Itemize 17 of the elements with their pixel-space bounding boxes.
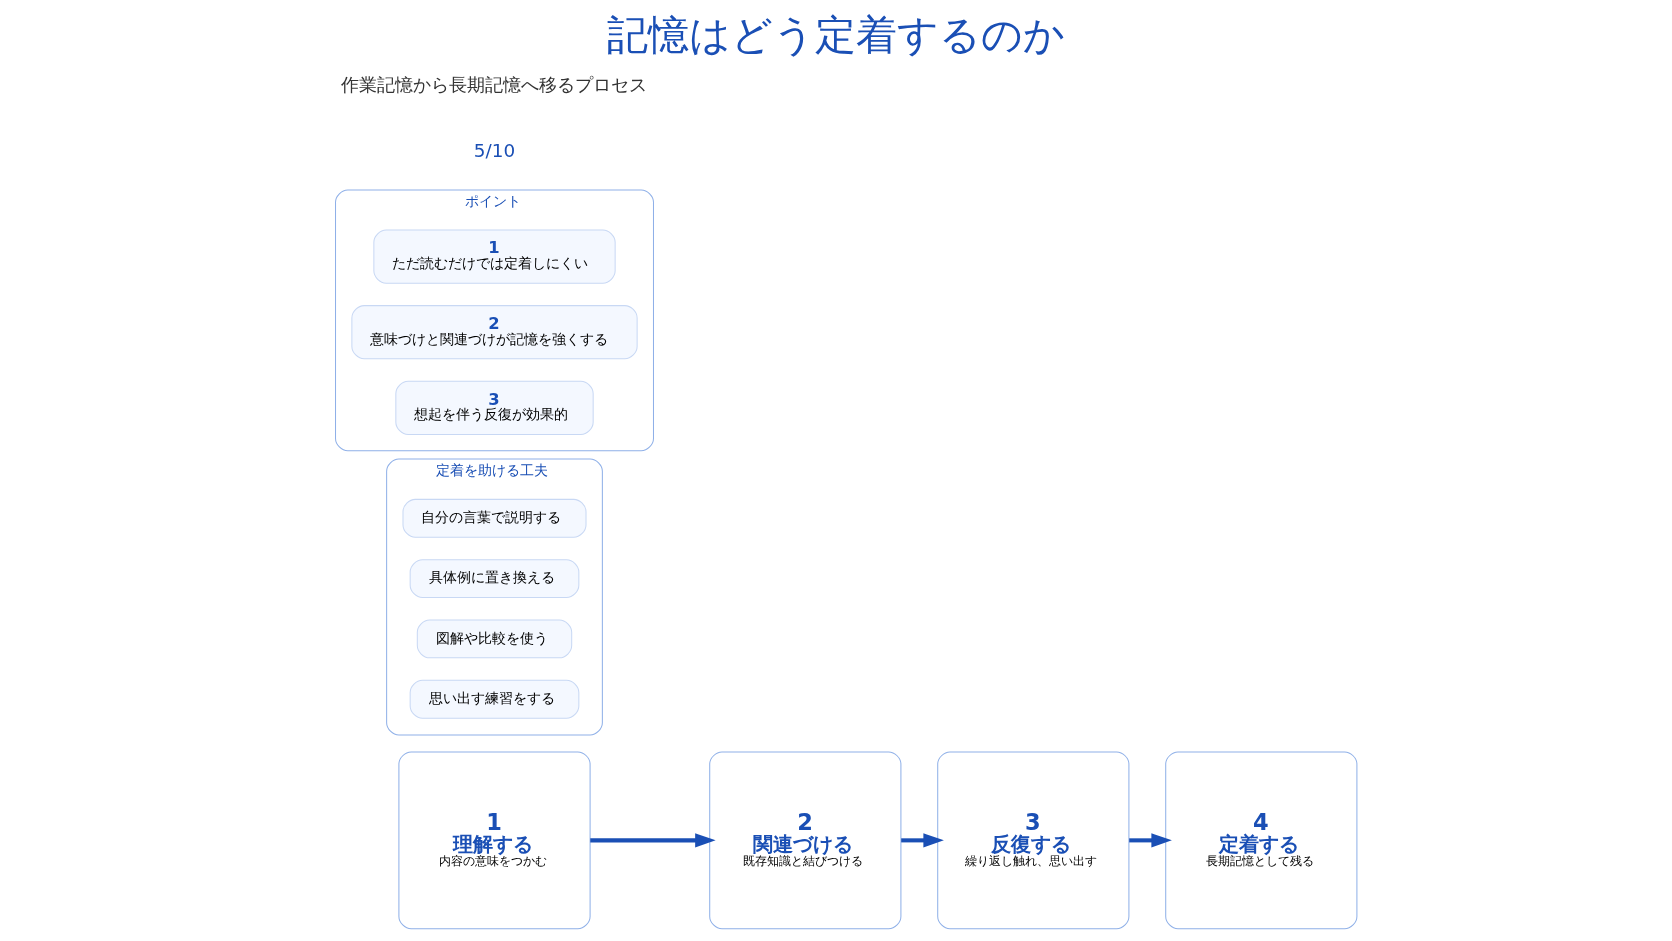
node-box: 3 想起を伴う反復が効果的 — [394, 380, 594, 435]
node-box: 2 関連づける 既存知識と結びつける — [708, 751, 901, 930]
node-box: 2 意味づけと関連づけが記憶を強くする — [350, 305, 638, 360]
node-box: 思い出す練習をする — [409, 679, 579, 719]
node-box: 1 ただ読むだけでは定着しにくい — [372, 229, 616, 284]
node-box: 4 定着する 長期記憶として残る — [1164, 751, 1357, 930]
node-box: 1 理解する 内容の意味をつかむ — [397, 751, 591, 930]
arrow — [900, 833, 944, 848]
label: 5/10 — [473, 139, 515, 161]
node-box: 具体例に置き換える — [409, 559, 579, 599]
node-box: 図解や比較を使う — [416, 619, 572, 659]
arrow — [1128, 833, 1172, 848]
arrow — [589, 833, 716, 848]
diagram-title: 記憶はどう定着するのか — [607, 11, 1065, 60]
label: 作業記憶から長期記憶へ移るプロセス — [341, 74, 647, 96]
node-box: 自分の言葉で説明する — [402, 498, 586, 538]
node-box: 3 反復する 繰り返し触れ、思い出す — [936, 751, 1129, 930]
